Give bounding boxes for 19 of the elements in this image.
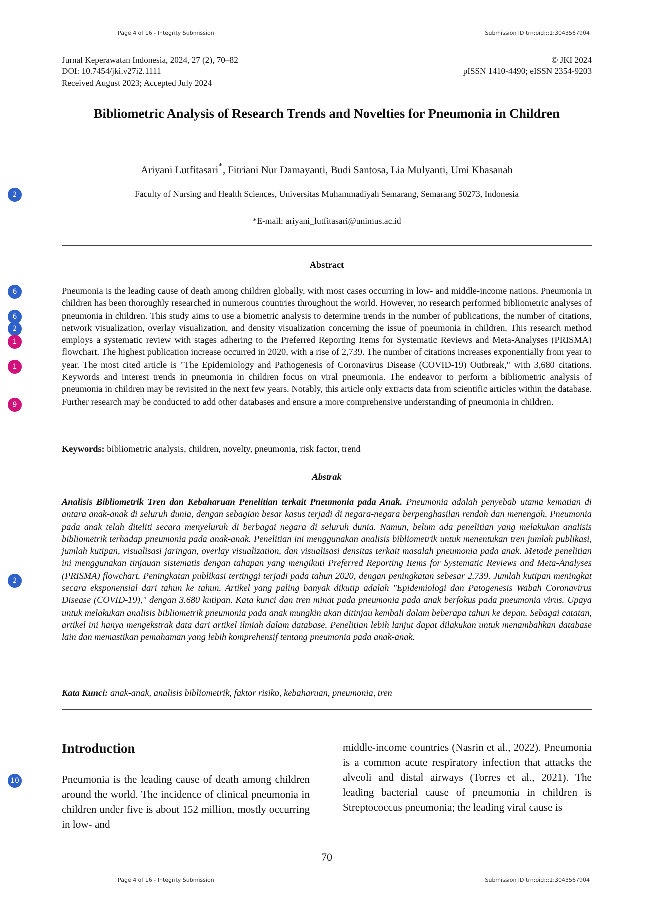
abstrak-paragraph: Analisis Bibliometrik Tren dan Kebaharuan Penelitian terkait Pneumonia pada Anak. Pneumonia adalah penyebab utama kematian di antara anak-anak di seluruh dunia, dengan sebagian besar kasus terjadi di negara-negara berpenghasilan rendah dan menengah. Pneumonia pada anak telah diteliti secara menyeluruh di berbagai negara di seluruh dunia. Namun, belum ada penelitian yang melakukan analisis bibliometrik terhadap pneumonia pada anak-anak. Penelitian ini menggunakan analisis bibliometrik untuk menentukan tren jumlah publikasi, jumlah kutipan, visualisasi jaringan, overlay visualization, dan visualisasi densitas terkait masalah pneumonia pada anak. Metode penelitian ini menggunakan tinjauan sistematis dengan tahapan yang mengikuti Preferred Reporting Items for Systematic Reviews and Meta-Analyses (PRISMA) flowchart. Peningkatan publikasi tertinggi terjadi pada tahun 2020, dengan peningkatan sebesar 2.739. Jumlah kutipan meningkat secara eksponensial dari tahun ke tahun. Artikel yang paling banyak dikutip adalah "Epidemiologi dan Patogenesis Wabah Coronavirus Disease (COVID-19)," dengan 3.680 kutipan. Kata kunci dan tren minat pada pneumonia pada anak berfokus pada pneumonia virus. Upaya untuk melakukan analisis bibliometrik pneumonia pada anak mungkin akan ditinjau kembali dalam beberapa tahun ke depan. Sebagai catatan, artikel ini hanya mengekstrak data dari artikel ilmiah dalam database. Penelitian lebih lanjut dapat dilakukan untuk menambahkan database lain dan memastikan pemahaman yang lebih komprehensif tentang pneumonia pada anak-anak. xyxy=(62,496,592,644)
page-number: 70 xyxy=(320,852,334,864)
section-heading: Introduction xyxy=(62,741,136,757)
abstract-paragraph: Pneumonia is the leading cause of death among children globally, with most cases occurring in low- and middle-income nations. Pneumonia in children has been thoroughly researched in numerous countries throughout the world. However, no research performed bibliometric analyses of pneumonia in children. This study aims to use a biometric analysis to determine trends in the number of publications, the number of citations, network visualization, overlay visualization, and density visualization concerning the issue of pneumonia in children. This research method employs a systematic review with stages adhering to the Preferred Reporting Items for Systematic Reviews and Meta-Analyses (PRISMA) flowchart. The highest publication increase occurred in 2020, with a rise of 2,739. The number of citations increases exponentially from year to year. The most cited article is "The Epidemiology and Pathogenesis of Coronavirus Disease (COVID-19) Outbreak," with 3,680 citations. Keywords and interest trends in pneumonia in children focus on viral pneumonia. The endeavor to perform a bibliometric analysis of pneumonia in children may be revisited in the next few years. Notably, this article only extracts data from scientific articles within the database. Further research may be conducted to add other databases and ensure a more comprehensive understanding of pneumonia in children. xyxy=(62,285,592,408)
paper-title: Bibliometric Analysis of Research Trends and Novelties for Pneumonia in Children xyxy=(93,106,561,122)
received-date: Received August 2023; Accepted July 2024 xyxy=(62,78,214,89)
kata-kunci-line: Kata Kunci: anak-anak, analisis bibliometrik, faktor risiko, kebaharuan, pneumonia, tren xyxy=(62,687,394,700)
doi-text: DOI: 10.7454/jki.v27i2.1111 xyxy=(62,66,162,77)
author-list: Ariyani Lutfitasari$^{*}$, Fitriani Nur Damayanti, Budi Santosa, Lia Mulyanti, Umi Khasanah xyxy=(62,161,592,176)
body-paragraph: middle-income countries (Nasrin et al., 2022). Pneumonia is a common acute respiratory infection that attacks the alveoli and distal airways (Torres et al., 2021). The leading bacterial cause of pneumonia in children is Streptococcus pneumonia; the leading viral cause is xyxy=(343,742,592,816)
body-paragraph: Pneumonia is the leading cause of death among children around the world. The incidence of clinical pneumonia in children under five is about 152 million, mostly occurring in low- and xyxy=(62,774,310,833)
affiliation-text: Faculty of Nursing and Health Sciences, Universitas Muhammadiyah Semarang, Semarang 50273, Indonesia xyxy=(134,189,520,199)
abstract-heading: Abstract xyxy=(308,260,346,270)
keywords-line: Keywords: bibliometric analysis, children, novelty, pneumonia, risk factor, trend xyxy=(62,443,362,456)
journal-citation: Jurnal Keperawatan Indonesia, 2024, 27 (2), 70–82 xyxy=(62,55,240,66)
issn-text: pISSN 1410-4490; eISSN 2354-9203 xyxy=(462,66,592,77)
copyright-text: © JKI 2024 xyxy=(550,55,592,66)
abstrak-heading: Abstrak xyxy=(310,472,343,482)
email-text: *E-mail: ariyani_lutfitasari@unimus.ac.id xyxy=(252,216,402,226)
